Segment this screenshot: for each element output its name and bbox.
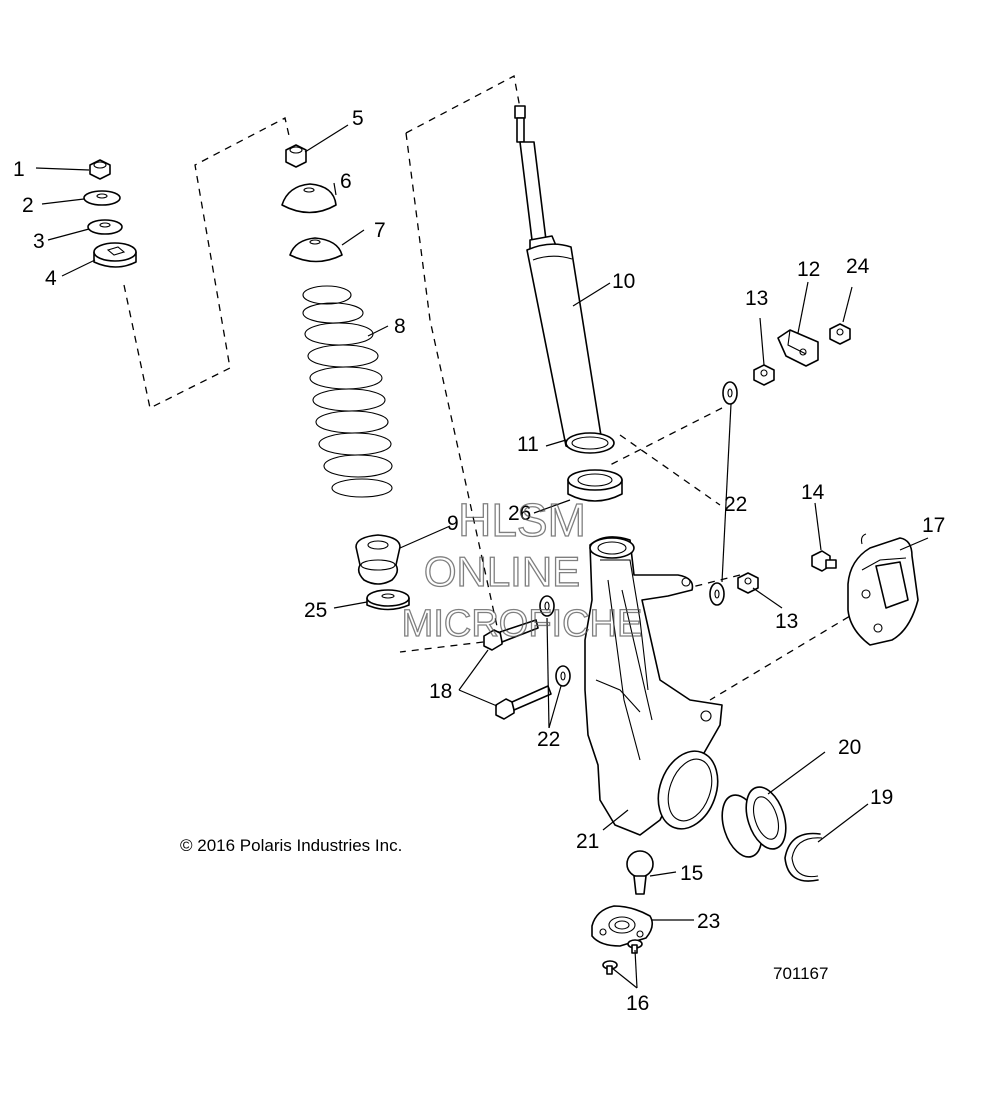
bolt-part-18-upper — [483, 619, 539, 651]
callout-12: 12 — [797, 258, 820, 281]
callout-2: 2 — [22, 194, 34, 217]
washer-part-22-right — [709, 582, 725, 606]
plate-part-23 — [591, 905, 654, 947]
snap-ring-part-19 — [784, 832, 823, 882]
ball-joint-part-15 — [626, 850, 654, 895]
spring-cap-part-6 — [281, 183, 337, 214]
nut-part-13-upper — [753, 364, 775, 386]
callout-7: 7 — [374, 219, 386, 242]
assembly-lines — [123, 75, 861, 701]
ring-part-11 — [565, 432, 615, 454]
callout-26: 26 — [508, 502, 531, 525]
clip-part-12 — [777, 329, 819, 367]
callout-11: 11 — [517, 433, 539, 456]
washer-part-22-left-upper — [539, 595, 555, 617]
figure-number: 701167 — [773, 964, 828, 983]
callout-13-lower: 13 — [775, 610, 798, 633]
callout-1: 1 — [13, 158, 25, 181]
shock-absorber-part-10 — [514, 105, 603, 450]
callout-16: 16 — [626, 992, 649, 1015]
bushing-part-4 — [93, 242, 137, 268]
callout-8: 8 — [394, 315, 406, 338]
watermark: HLSM ONLINE MICROFICHE — [401, 493, 643, 645]
nut-part-5 — [285, 144, 307, 168]
knuckle-part-21 — [584, 536, 723, 836]
watermark-line-1: HLSM — [458, 494, 586, 546]
callout-9: 9 — [447, 512, 459, 535]
watermark-line-3: MICROFICHE — [402, 603, 643, 645]
copyright-notice: © 2016 Polaris Industries Inc. — [180, 836, 402, 855]
brake-caliper-part-17 — [847, 533, 919, 646]
washer-part-25 — [366, 589, 410, 611]
callout-17: 17 — [922, 514, 945, 537]
seat-part-26 — [567, 469, 623, 502]
callout-15: 15 — [680, 862, 703, 885]
bearing-part-20 — [721, 786, 795, 858]
washer-part-22-left-lower — [555, 665, 571, 687]
washer-part-2 — [83, 190, 121, 206]
callout-21: 21 — [576, 830, 599, 853]
screw-part-16-left — [602, 960, 618, 975]
callout-14: 14 — [801, 481, 825, 504]
callout-4: 4 — [45, 267, 57, 290]
screw-part-16-right — [627, 939, 643, 954]
callout-22-right: 22 — [724, 493, 747, 516]
coil-spring-part-8 — [302, 285, 393, 498]
nut-part-24 — [829, 323, 851, 345]
callout-3: 3 — [33, 230, 45, 253]
callout-23: 23 — [697, 910, 720, 933]
washer-part-3 — [87, 219, 123, 235]
callout-24: 24 — [846, 255, 870, 278]
callout-6: 6 — [340, 170, 352, 193]
callout-labels: 1 2 3 4 5 6 7 8 9 10 11 12 13 13 14 15 1… — [13, 107, 945, 1015]
bolt-part-18-lower — [495, 685, 552, 720]
bolt-part-14 — [811, 550, 837, 572]
callout-5: 5 — [352, 107, 364, 130]
spring-seat-part-7 — [289, 237, 343, 263]
callout-20: 20 — [838, 736, 861, 759]
washer-part-22-upper — [722, 381, 738, 405]
callout-13-upper: 13 — [745, 287, 768, 310]
callout-22-left: 22 — [537, 728, 560, 751]
watermark-line-2: ONLINE — [424, 548, 580, 595]
callout-10: 10 — [612, 270, 635, 293]
callout-25: 25 — [304, 599, 327, 622]
nut-part-1 — [89, 159, 111, 180]
bump-stop-part-9 — [355, 534, 401, 585]
leader-lines — [35, 124, 929, 989]
callout-18: 18 — [429, 680, 452, 703]
callout-19: 19 — [870, 786, 893, 809]
